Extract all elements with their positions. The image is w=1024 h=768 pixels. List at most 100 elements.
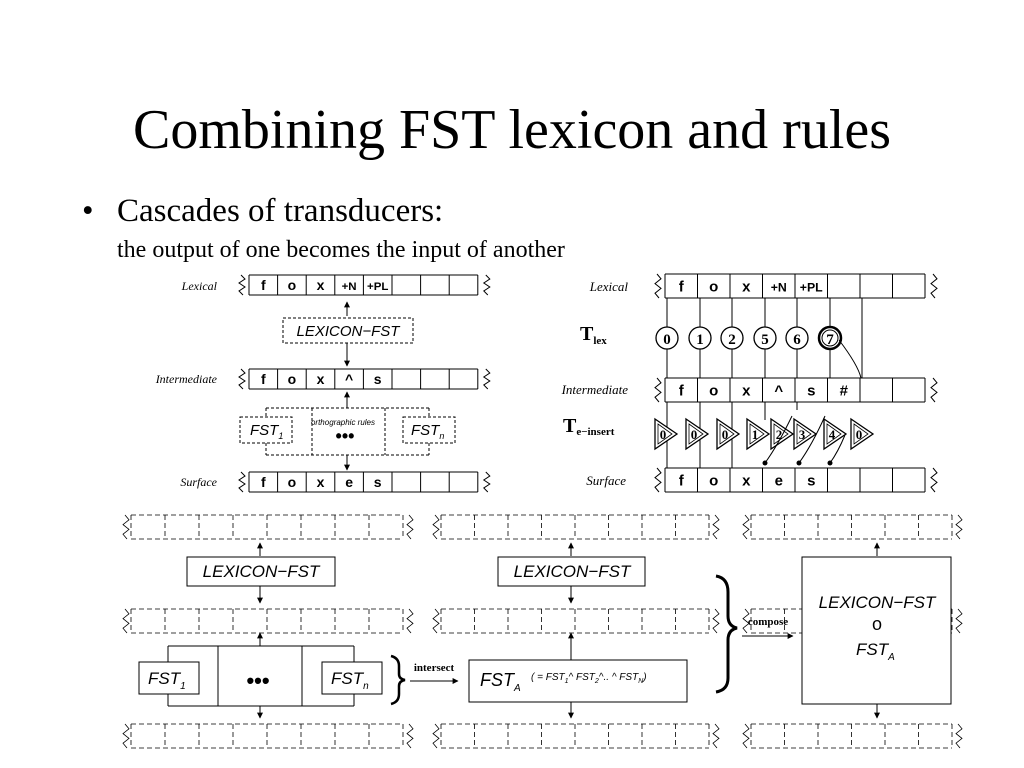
fig2-tlex-state [753, 326, 777, 350]
fig2-dot-3 [827, 460, 833, 466]
fig3-tape [122, 723, 414, 749]
fig2-intermediate-cell: ^ [774, 382, 783, 399]
fig1-lexicon-fst-label: LEXICON−FST [297, 323, 402, 340]
fig3-tape-left-break [432, 514, 440, 540]
fig2-teinsert-state [685, 417, 710, 451]
fig3-tape [122, 514, 414, 540]
fig3-fsta-box [468, 659, 688, 703]
fig3-lexicon-fst-box-b [497, 556, 646, 587]
fig3-tape [432, 723, 720, 749]
fig2-intermediate-cell: f [679, 382, 685, 399]
fig1-surface-cell: f [261, 474, 266, 490]
fig2-teinsert-state [823, 417, 848, 451]
fig1-label-lexical: Lexical [181, 279, 218, 293]
fig2-tlex-state-label: 2 [728, 332, 736, 348]
fig2-teinsert-state [850, 417, 875, 451]
fig2-tlex-state [785, 326, 809, 350]
fig2-teinsert-state [716, 417, 741, 451]
fig3-lexicon-fst-label-a: LEXICON−FST [203, 562, 321, 581]
fig2-lexical-cell: o [709, 278, 718, 295]
fig2-teinsert-inner [796, 423, 812, 445]
fig2-teinsert-state [746, 417, 771, 451]
fig3-tape [432, 514, 720, 540]
fig3-fst1-box [138, 661, 200, 695]
fig3-tape-right-break [712, 608, 720, 634]
fig2-teinsert-label: Te−insert [563, 415, 615, 438]
fig1-surface-cell: e [345, 474, 353, 490]
fig3-fstn-box [321, 661, 383, 695]
fig1-label-surface: Surface [180, 475, 217, 489]
fig2-teinsert-inner [826, 423, 842, 445]
fig3-tape-right-break [712, 514, 720, 540]
fig3-intersect-label: intersect [414, 662, 455, 674]
fig3-tape-left-break [432, 608, 440, 634]
fig1-fstn-label: FSTn [411, 422, 444, 441]
fig3-tape-left-break [742, 723, 750, 749]
fig2-teinsert-state-label: 4 [829, 427, 836, 442]
fig1-intermediate-right-break [482, 368, 491, 390]
fig1-lexical-cell: x [317, 277, 325, 293]
fig2-teinsert-state-label: 0 [856, 427, 863, 442]
fig2-surface-left-break [654, 467, 662, 493]
fig1-ellipsis: ••• [336, 426, 355, 446]
fig1-label-intermediate: Intermediate [155, 372, 218, 386]
fig1-fst1-label: FST1 [250, 422, 283, 441]
fig2-lexical-cell: f [679, 278, 685, 295]
fig1-lexical-cell: +PL [367, 281, 388, 293]
fig2-tlex-curve [838, 339, 862, 379]
fig2-intermediate-cell: # [840, 382, 849, 399]
fig1-lexical-cell: o [288, 277, 297, 293]
fig2-tlex-state-label: 6 [793, 332, 801, 348]
fig2-tlex-final-ring [821, 329, 839, 347]
bullet-marker: • [82, 193, 94, 229]
fig2-tlex-state [688, 326, 712, 350]
fig3-brace-large [715, 574, 738, 694]
fig2-teinsert-inner [719, 423, 735, 445]
fig1-lexical-cell: +N [342, 281, 357, 293]
fig3-tape [742, 514, 963, 540]
fig3-tape [742, 723, 963, 749]
fig2-lexical-cell: +N [771, 280, 787, 294]
fig3-brace-small [390, 654, 406, 706]
fig2-tlex-state [655, 326, 679, 350]
fig2-surface-cell: s [807, 472, 815, 489]
fig2-surface-right-break [930, 467, 938, 493]
fig2-label-intermediate: Intermediate [561, 382, 629, 397]
fig1-intermediate-cell: ^ [345, 371, 353, 387]
fig2-intermediate-cell: o [709, 382, 718, 399]
slide-title: Combining FST lexicon and rules [132, 99, 892, 161]
fig3-tape-left-break [122, 723, 130, 749]
fig2-label-lexical: Lexical [589, 279, 629, 294]
fig2-tlex-state-label: 0 [663, 332, 671, 348]
fig2-tlex-state [720, 326, 744, 350]
fig3-tape [122, 608, 414, 634]
figure-3: LEXICON−FST FST1 FSTn ••• intersect LEXI… [122, 514, 963, 749]
fig2-tlex-state-label: 7 [826, 332, 834, 348]
fig2-lexical-right-break [930, 273, 938, 299]
fig3-tape-left-break [742, 608, 750, 634]
fig1-surface-cell: x [317, 474, 325, 490]
fig3-tape-right-break [955, 608, 963, 634]
fig3-tape-right-break [712, 723, 720, 749]
fig2-teinsert-inner [853, 423, 869, 445]
fig1-lexical-left-break [238, 274, 246, 296]
fig2-teinsert-state-label: 3 [799, 427, 806, 442]
fig2-lexical-cell: +PL [800, 280, 823, 294]
fig1-lexicon-fst-box [282, 317, 414, 344]
bullet-subtext: the output of one becomes the input of a… [117, 237, 565, 263]
fig2-teinsert-inner [688, 423, 704, 445]
fig2-tlex-state-label: 5 [761, 332, 769, 348]
fig2-lexical-left-break [654, 273, 662, 299]
fig3-tape-left-break [122, 514, 130, 540]
fig1-surface-cell: o [288, 474, 297, 490]
fig3-tape-left-break [742, 514, 750, 540]
fig2-lexical-cell: x [742, 278, 751, 295]
fig2-intermediate-left-break [654, 377, 662, 403]
